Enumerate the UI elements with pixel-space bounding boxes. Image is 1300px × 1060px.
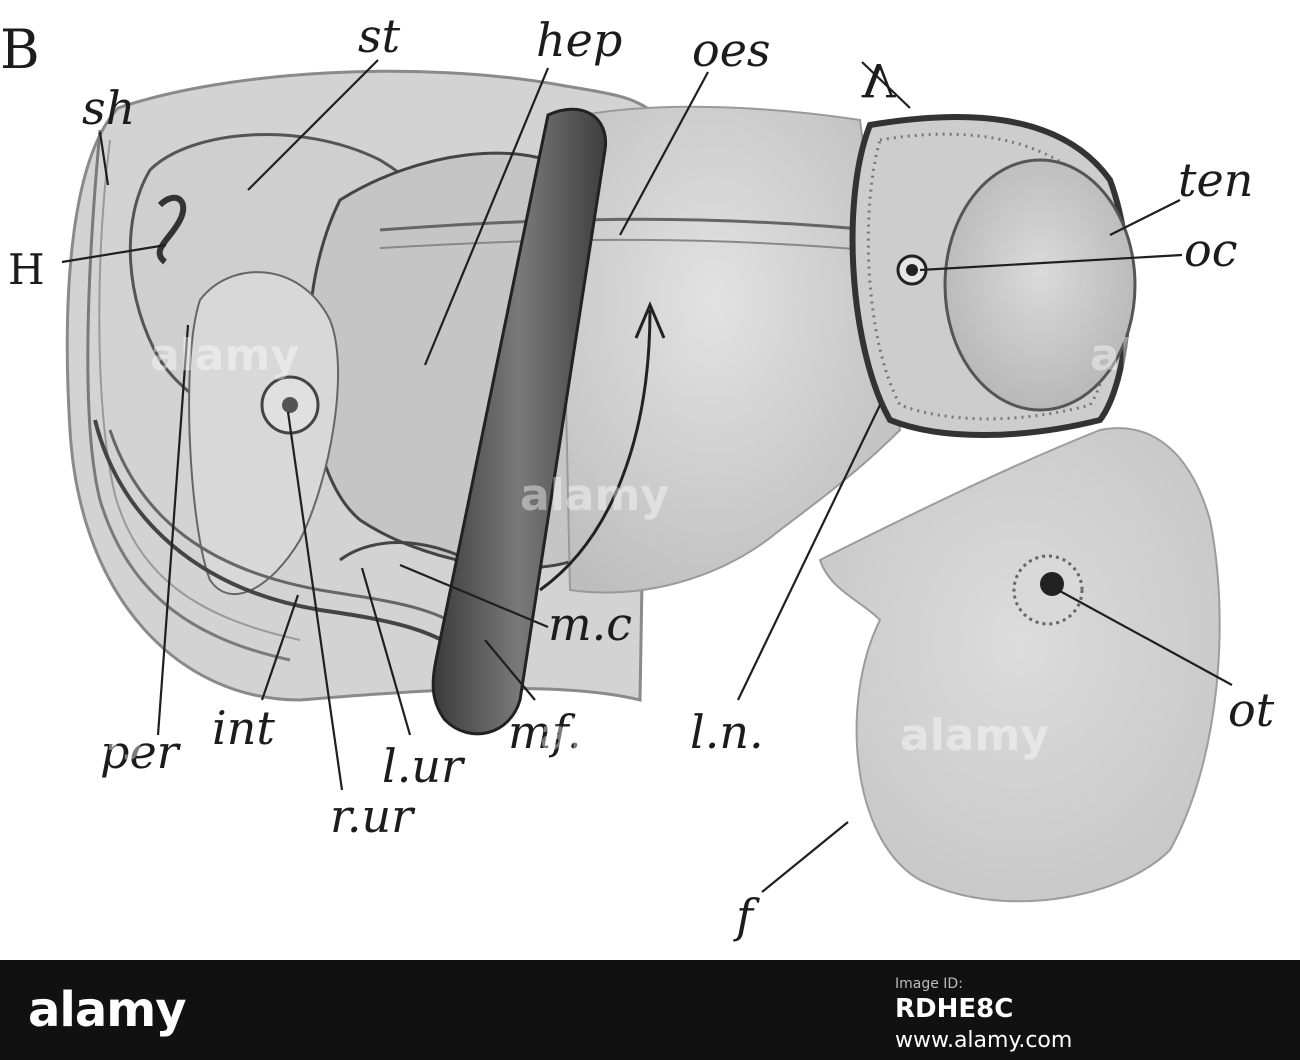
pericardium [188,271,339,596]
label-ten: ten [1178,153,1253,207]
label-l-n: l.n. [690,705,764,759]
image-id-label: Image ID: [895,976,963,992]
label-st: st [358,9,401,63]
retractor-muscle [431,107,608,736]
heart [156,194,187,265]
site-link[interactable]: www.alamy.com [895,1028,1073,1053]
label-oc: oc [1184,223,1237,277]
panel-letter: B [0,18,40,81]
veliger-larva-diagram: B st hep oes V ten oc sh H per int l.ur … [0,9,1275,943]
label-oes: oes [692,23,771,77]
label-velum: V [861,53,896,107]
veliger-larva-figure: B st hep oes V ten oc sh H per int l.ur … [0,9,1275,943]
label-heart: H [8,245,45,294]
label-per: per [100,725,182,779]
image-id-value: RDHE8C [895,994,1014,1024]
tentacle [943,158,1137,412]
label-l-ur: l.ur [382,739,466,793]
label-mf: mf. [508,705,582,759]
label-int: int [212,701,275,755]
intestine [93,419,472,662]
current-arrow [539,309,652,592]
label-sh: sh [82,81,135,135]
foot [818,427,1221,903]
head-region [558,105,902,594]
label-hep: hep [536,13,622,67]
oesophagus [379,217,921,237]
label-r-ur: r.ur [330,789,416,843]
footer-bar: alamy Image ID: RDHE8C www.alamy.com [0,960,1300,1060]
label-f: f [733,889,760,943]
brand-logo[interactable]: alamy [28,982,187,1038]
label-ot: ot [1228,683,1275,737]
label-m-c: m.c [548,597,632,651]
